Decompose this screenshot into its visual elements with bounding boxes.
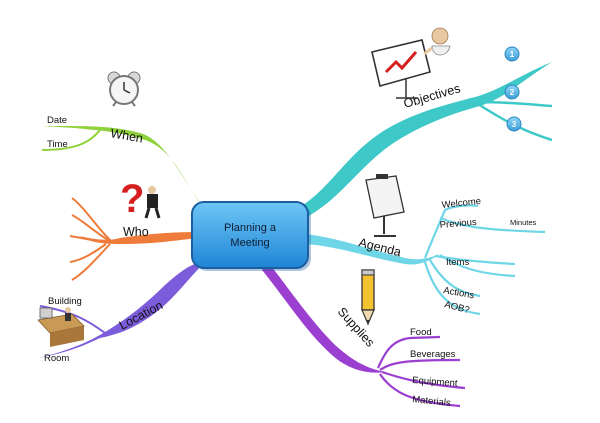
pencil-icon — [361, 269, 375, 326]
node-items: Items — [446, 257, 469, 268]
branch-agenda: Agenda Welcome Previous Minutes Items Ac… — [305, 196, 546, 316]
svg-text:2: 2 — [510, 88, 515, 97]
alarm-clock-icon — [107, 71, 141, 107]
node-welcome: Welcome — [441, 196, 481, 211]
branch-label-who: Who — [123, 225, 149, 239]
objective-node-1: 1 — [504, 46, 520, 62]
node-equipment: Equipment — [412, 375, 458, 389]
node-previous: Previous — [439, 217, 477, 231]
branch-location: Location Building Room — [38, 262, 205, 364]
central-topic[interactable]: Planning a Meeting — [191, 201, 311, 271]
branch-when: When Date Time — [41, 115, 205, 210]
node-beverages: Beverages — [410, 349, 456, 360]
presentation-chart-icon — [371, 27, 451, 99]
svg-text:1: 1 — [510, 50, 515, 59]
objective-node-3: 3 — [506, 116, 522, 132]
node-date: Date — [47, 115, 67, 126]
question-person-icon: ? — [120, 177, 161, 221]
objective-node-2: 2 — [504, 84, 520, 100]
node-minutes: Minutes — [510, 218, 537, 227]
svg-text:3: 3 — [512, 120, 517, 129]
node-actions: Actions — [442, 285, 475, 301]
central-topic-line1: Planning a — [224, 222, 277, 234]
clipboard-stand-icon — [365, 174, 405, 237]
central-topic-line2: Meeting — [230, 237, 269, 249]
node-aob: AOB? — [443, 299, 470, 316]
node-building: Building — [48, 296, 82, 307]
branch-label-location: Location — [117, 298, 165, 333]
branch-who: Who — [69, 197, 200, 281]
svg-text:?: ? — [120, 177, 144, 221]
node-food: Food — [410, 327, 432, 338]
branch-label-when: When — [109, 126, 144, 145]
node-room: Room — [44, 353, 69, 364]
node-time: Time — [47, 139, 68, 150]
node-materials: Materials — [412, 394, 452, 409]
office-desk-icon — [37, 307, 85, 347]
